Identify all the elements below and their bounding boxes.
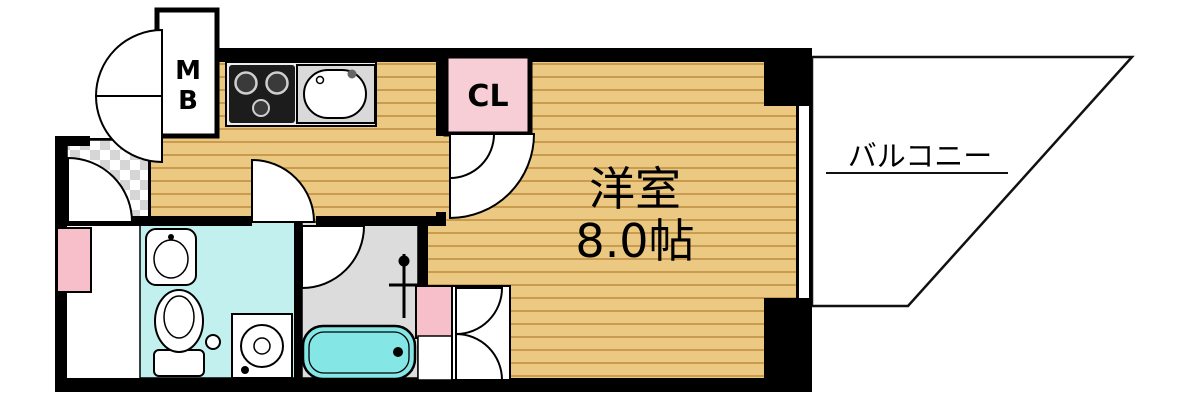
toilet-bowl-inner <box>163 295 195 339</box>
balcony-window <box>796 106 812 298</box>
bathroom-door-arc <box>301 225 366 290</box>
balcony-window-line <box>796 106 799 298</box>
toilet-tank <box>153 349 205 377</box>
balcony-area <box>810 55 1135 308</box>
stove-burner <box>234 71 258 95</box>
toilet-handle <box>205 334 221 350</box>
shoe-cabinet <box>56 227 92 293</box>
tub-faucet-icon <box>393 347 403 357</box>
washing-machine-drum-center <box>253 337 271 355</box>
closet-door-arc-small <box>449 133 496 180</box>
drain-icon <box>241 366 249 374</box>
door-arcs <box>67 28 536 381</box>
bathtub-inner <box>308 331 410 374</box>
sink-basin <box>303 69 367 119</box>
kitchen-counter <box>225 61 377 127</box>
wall-hall-washroom-left <box>62 216 252 226</box>
wall-entrance-stub <box>55 136 90 146</box>
wall-corner-top-right <box>764 48 812 106</box>
toilet-bowl <box>154 289 204 353</box>
entrance-inner-door-arc <box>67 156 134 223</box>
room-cabinet <box>415 285 453 339</box>
closet-box <box>443 53 533 137</box>
entrance-step-line <box>148 140 151 222</box>
wall-corner-bottom-right <box>764 298 812 392</box>
entrance-door-arc-lower <box>94 95 163 164</box>
basin-faucet-icon <box>168 234 174 240</box>
wall-washroom-bathroom <box>294 222 302 378</box>
wall-bathroom-room <box>418 222 428 288</box>
washroom-door-arc <box>251 158 316 223</box>
sink-faucet-icon <box>347 69 357 79</box>
room-cabinet-lower <box>417 335 453 381</box>
washing-machine-drum <box>240 324 284 368</box>
wall-bottom <box>55 378 812 392</box>
sink-drain <box>315 75 325 85</box>
washroom-fixtures <box>145 228 293 379</box>
entrance-door-arc-upper <box>94 28 163 97</box>
room-closet-door-arc-bottom <box>455 332 504 381</box>
wash-basin-bowl <box>153 239 189 279</box>
meter-box <box>154 7 220 139</box>
shower-head-icon <box>398 255 410 267</box>
balcony-window-line <box>809 106 812 298</box>
stove-burner <box>252 99 270 117</box>
wall-hall-washroom-right <box>316 216 446 226</box>
wall-hall-room-upper <box>436 56 446 136</box>
stove-burner <box>265 71 289 95</box>
